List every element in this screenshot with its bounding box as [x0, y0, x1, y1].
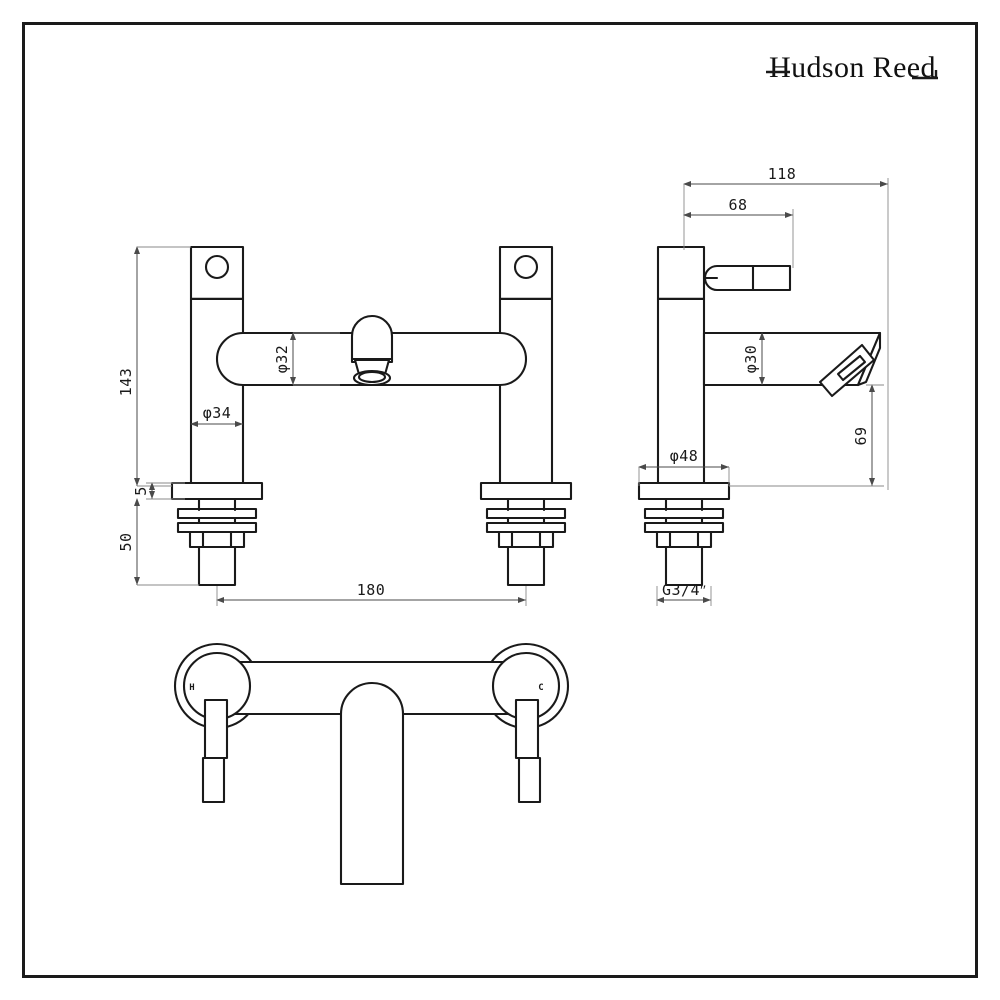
- left-threaded-tail: [197, 545, 237, 587]
- front-left-valve: [170, 245, 264, 587]
- plan-spout-outline: [339, 682, 405, 886]
- plan-hot-label: H: [189, 683, 194, 693]
- side-handle-cap: [656, 245, 706, 301]
- left-handle-indicator-circle: [204, 254, 230, 280]
- front-spout-body: [215, 315, 528, 387]
- brand-logo-decor: [766, 70, 938, 80]
- left-hex-nut: [188, 530, 246, 549]
- left-washer-lower: [176, 521, 258, 534]
- side-riser-body: [656, 297, 706, 488]
- front-right-valve: [479, 245, 573, 587]
- side-base-flange: [637, 481, 731, 501]
- brand-logo: Hudson Reed: [745, 42, 960, 94]
- spout-outlet-dome: [350, 315, 394, 364]
- plan-left-lever-grip: [201, 756, 226, 804]
- dim-label-dia32: φ32: [273, 345, 291, 374]
- spout-nozzle-aerator: [836, 354, 867, 382]
- plan-right-lever-grip: [517, 756, 542, 804]
- side-elevation-view: 118 68 φ30 φ48 69: [637, 165, 889, 606]
- dim-label-dia30: φ30: [742, 345, 760, 374]
- dim-label-118: 118: [768, 165, 797, 183]
- brand-logo-text: Hudson Reed: [769, 51, 936, 84]
- dim-label-143: 143: [117, 368, 135, 397]
- dim-label-68: 68: [728, 196, 747, 214]
- front-elevation-view: 143 5 50 φ34 φ32: [117, 245, 573, 606]
- right-hex-nut: [497, 530, 555, 549]
- right-base-flange: [479, 481, 573, 501]
- side-spout-arm: [702, 331, 882, 398]
- left-base-flange: [170, 481, 264, 501]
- plan-left-lever-stem: [203, 698, 229, 760]
- side-base-assembly: [637, 481, 731, 587]
- right-handle-indicator-circle: [513, 254, 539, 280]
- plan-left-lever: [201, 698, 229, 804]
- dim-label-50: 50: [117, 532, 135, 551]
- dim-label-69: 69: [852, 426, 870, 445]
- right-washer-upper: [485, 507, 567, 520]
- side-lever-handle: [702, 264, 792, 292]
- side-dimension-set: 118 68 φ30 φ48 69: [638, 165, 889, 606]
- dim-label-180: 180: [357, 581, 386, 599]
- dim-label-5: 5: [132, 486, 150, 496]
- right-washer-lower: [485, 521, 567, 534]
- right-threaded-tail: [506, 545, 546, 587]
- front-dimension-set: 143 5 50 φ34 φ32: [117, 246, 527, 606]
- side-washer-lower: [643, 521, 725, 534]
- side-washer-upper: [643, 507, 725, 520]
- left-riser-body: [189, 297, 245, 488]
- side-hex-nut: [655, 530, 713, 549]
- sheet-border: [22, 22, 978, 978]
- left-washer-upper: [176, 507, 258, 520]
- lever-arm: [703, 264, 792, 292]
- plan-cold-label: C: [538, 683, 543, 693]
- side-threaded-tail: [664, 545, 704, 587]
- plan-right-lever-stem: [514, 698, 540, 760]
- spout-outlet-ring-inner: [357, 370, 387, 384]
- plan-view: H C: [173, 642, 570, 886]
- right-riser-body: [498, 297, 554, 488]
- dim-label-dia34: φ34: [203, 404, 232, 422]
- plan-right-lever: [514, 698, 542, 804]
- dim-label-dia48: φ48: [670, 447, 699, 465]
- dim-label-thread: G3/4ʺ: [662, 581, 706, 599]
